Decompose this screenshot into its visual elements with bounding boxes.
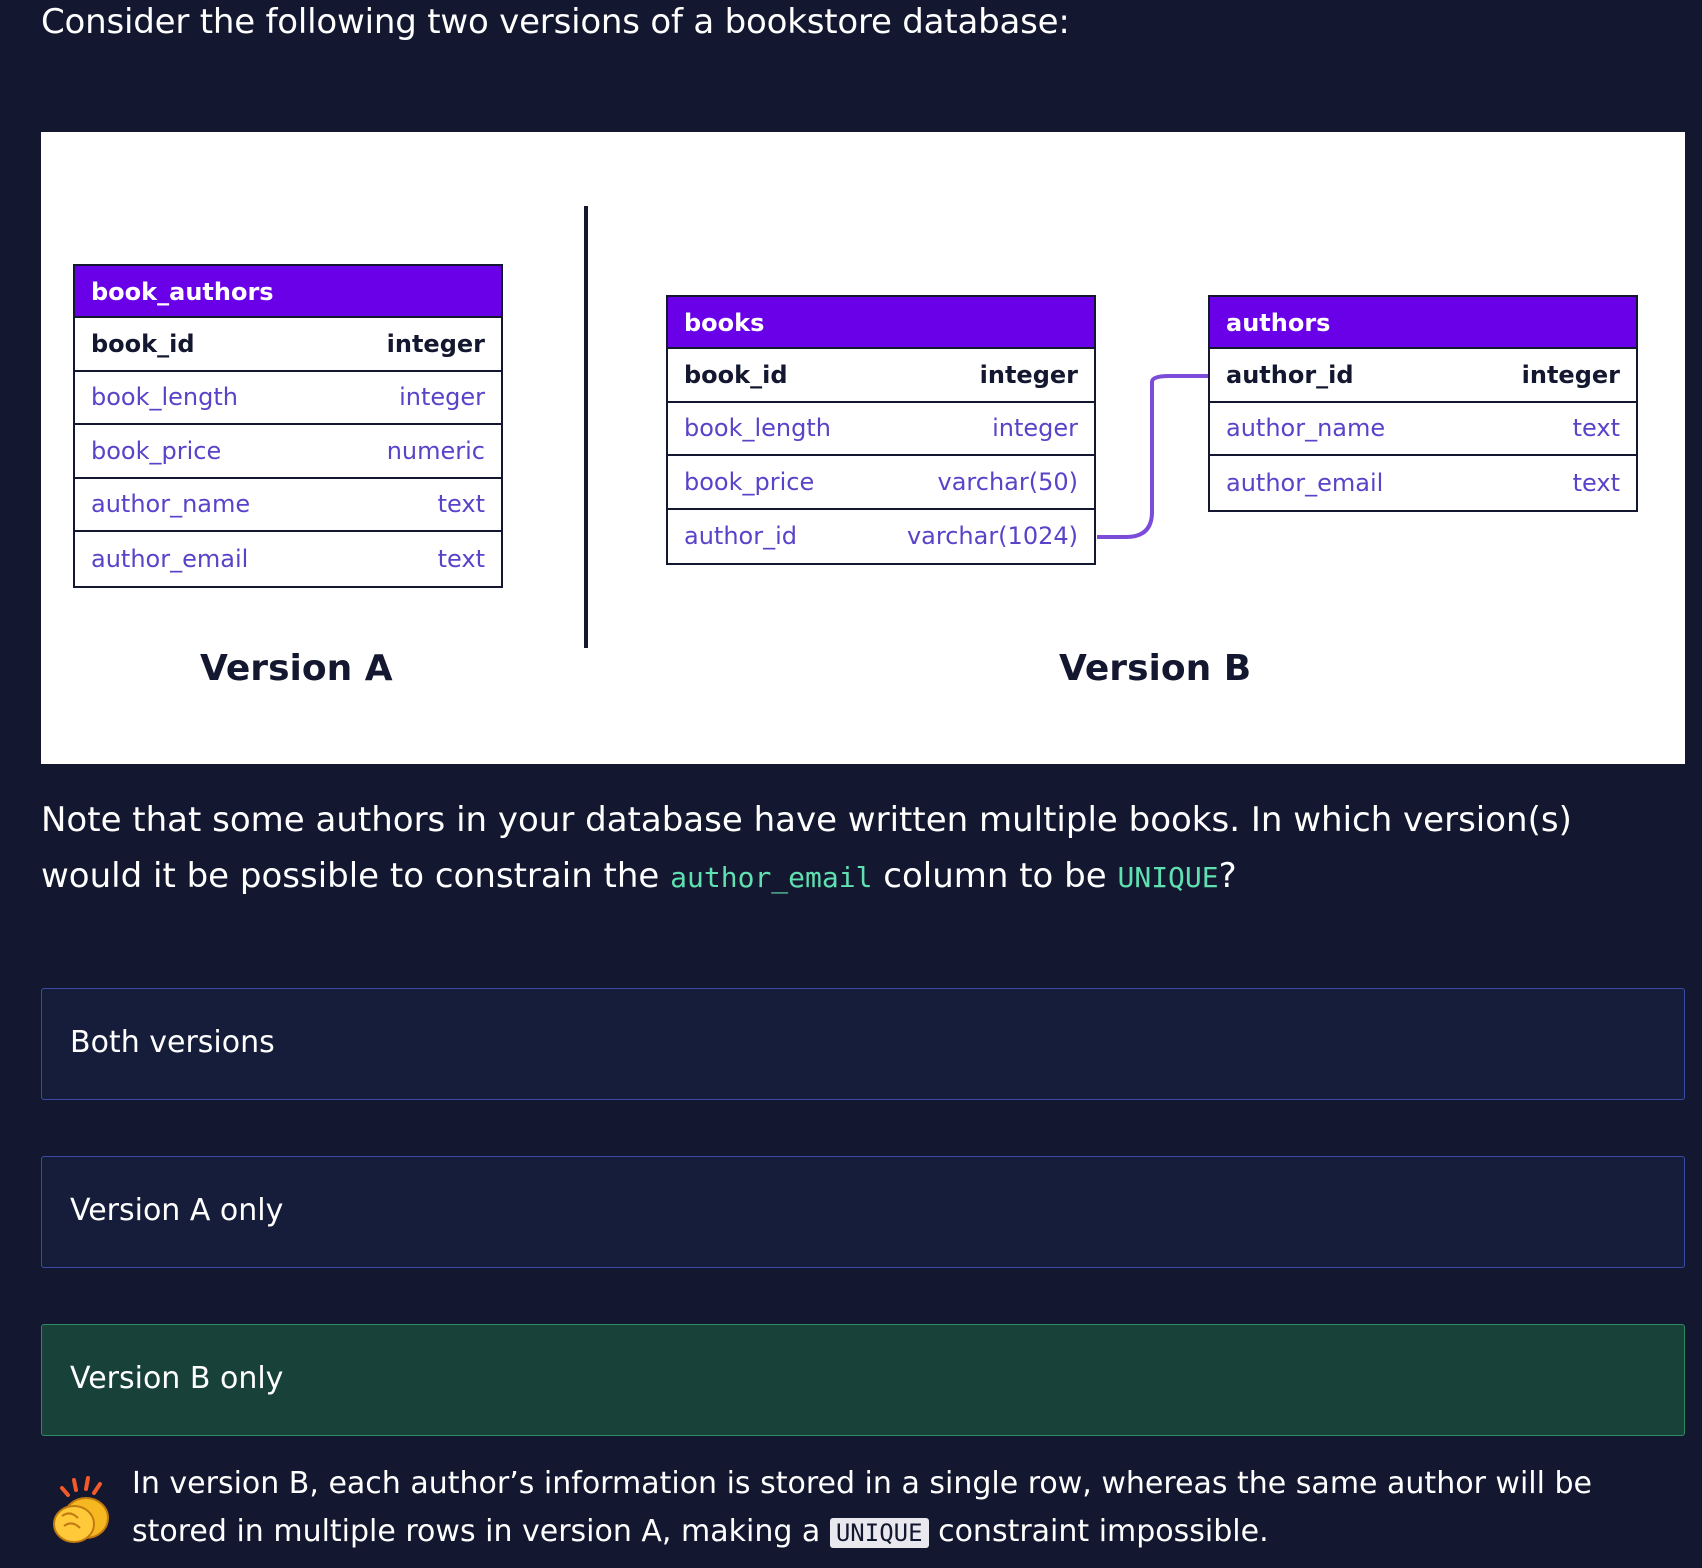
column-name: author_name: [1226, 414, 1386, 443]
schema-diagram: book_authors book_id integer book_length…: [41, 132, 1685, 764]
question-text: Note that some authors in your database …: [41, 792, 1661, 906]
column-name: book_id: [91, 329, 195, 358]
version-a-label: Version A: [200, 648, 393, 689]
table-row: author_id varchar(1024): [668, 510, 1094, 564]
column-type: text: [437, 544, 485, 573]
feedback-text: In version B, each author’s information …: [132, 1460, 1652, 1557]
table-books: books book_id integer book_length intege…: [666, 295, 1096, 565]
table-row: book_id integer: [668, 349, 1094, 403]
foreign-key-connector: [1097, 374, 1209, 539]
column-type: text: [437, 490, 485, 519]
column-name: book_length: [91, 383, 238, 412]
feedback-code: UNIQUE: [829, 1518, 929, 1548]
table-row: author_email text: [1210, 456, 1636, 510]
column-type: varchar(1024): [906, 522, 1078, 551]
column-name: author_email: [91, 544, 249, 573]
column-type: integer: [386, 329, 485, 358]
column-type: integer: [1521, 360, 1620, 389]
question-part: column to be: [872, 856, 1118, 896]
table-row: book_price varchar(50): [668, 456, 1094, 510]
column-name: author_name: [91, 490, 251, 519]
clapping-hands-icon: [53, 1476, 109, 1543]
column-name: book_id: [684, 360, 788, 389]
question-part: ?: [1218, 856, 1237, 896]
column-name: author_email: [1226, 468, 1384, 497]
table-authors: authors author_id integer author_name te…: [1208, 295, 1638, 512]
table-row: author_name text: [75, 479, 501, 532]
intro-text: Consider the following two versions of a…: [41, 2, 1070, 42]
column-name: book_price: [91, 436, 222, 465]
column-name: author_id: [1226, 360, 1354, 389]
question-code: UNIQUE: [1117, 861, 1219, 894]
question-code: author_email: [670, 861, 873, 894]
column-name: book_price: [684, 467, 815, 496]
feedback-part: In version B, each author’s information …: [132, 1466, 1593, 1549]
column-type: text: [1572, 414, 1620, 443]
table-header: books: [668, 297, 1094, 349]
column-type: varchar(50): [937, 467, 1079, 496]
table-book-authors: book_authors book_id integer book_length…: [73, 264, 503, 588]
column-type: integer: [399, 383, 485, 412]
version-b-label: Version B: [1059, 648, 1252, 689]
feedback-part: constraint impossible.: [928, 1514, 1269, 1549]
column-name: author_id: [684, 522, 797, 551]
table-row: author_name text: [1210, 403, 1636, 456]
table-row: author_id integer: [1210, 349, 1636, 403]
table-row: book_id integer: [75, 318, 501, 372]
option-version-a-only[interactable]: Version A only: [41, 1156, 1685, 1268]
table-header: book_authors: [75, 266, 501, 318]
column-type: integer: [992, 414, 1078, 443]
diagram-lines: [584, 206, 1209, 648]
column-type: text: [1572, 468, 1620, 497]
column-type: numeric: [386, 436, 485, 465]
option-both-versions[interactable]: Both versions: [41, 988, 1685, 1100]
table-row: book_length integer: [75, 372, 501, 425]
column-name: book_length: [684, 414, 831, 443]
table-header: authors: [1210, 297, 1636, 349]
column-type: integer: [979, 360, 1078, 389]
option-version-b-only[interactable]: Version B only: [41, 1324, 1685, 1436]
question-part: Note that some authors in your database …: [41, 800, 1572, 896]
table-row: book_price numeric: [75, 425, 501, 479]
table-row: author_email text: [75, 532, 501, 586]
table-row: book_length integer: [668, 403, 1094, 456]
